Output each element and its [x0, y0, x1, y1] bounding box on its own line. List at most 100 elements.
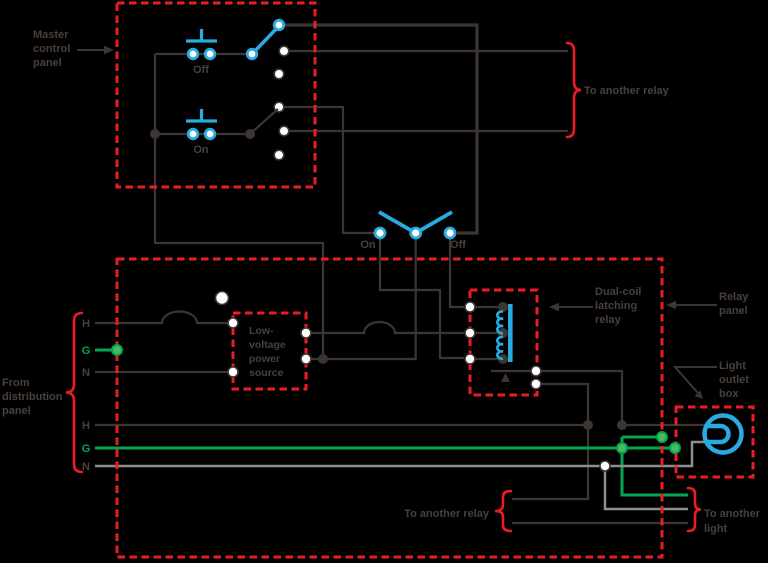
neutral-branch-wire — [603, 466, 688, 511]
to-another-relay-bottom-label: To another relay — [404, 508, 490, 520]
ground-branch-down-wire — [620, 437, 688, 497]
light-outlet-label: Light — [719, 360, 746, 372]
master-control-panel-box — [115, 1, 317, 189]
junction-dot — [150, 129, 160, 139]
junction-dot — [617, 420, 627, 430]
hot-feed-top-wire — [95, 310, 228, 325]
pushbutton-icon — [186, 29, 217, 43]
lamp-icon — [702, 413, 744, 455]
switch-on-to-relay-wire — [378, 233, 464, 360]
onoff-rocker-switch — [373, 210, 457, 240]
from-distribution-label: distribution — [2, 391, 63, 403]
on-button-label: On — [193, 144, 209, 156]
text-labels: Master control panel Off On To another r… — [2, 29, 761, 535]
lv-source-label: power — [249, 353, 280, 365]
ground-wire-label: G — [82, 345, 91, 357]
master-selector-top — [245, 18, 286, 61]
button-contact-dot — [203, 127, 217, 141]
to-another-light-label: To another — [704, 508, 761, 520]
contact-dot — [278, 125, 290, 137]
relay-panel-label: panel — [719, 305, 748, 317]
relay-panel-box — [115, 257, 664, 559]
relay-actuator-icon — [501, 373, 510, 382]
selector-blade — [249, 108, 279, 135]
master-panel-label: control — [33, 43, 70, 55]
relay-contact-dot — [530, 365, 542, 377]
ground-wire-label: G — [82, 443, 91, 455]
switch-center-to-lv-wire — [306, 233, 417, 361]
center-terminal-dot — [409, 226, 423, 240]
master-selector-bottom — [249, 108, 279, 135]
contact-dot — [278, 45, 290, 57]
lamp — [702, 413, 744, 455]
line-voltage-wiring — [95, 310, 706, 525]
lv-terminal-dot — [300, 353, 312, 365]
to-another-light-label: light — [704, 523, 728, 535]
to-another-relay-top-brace — [565, 41, 582, 139]
button-contact-dot — [186, 127, 200, 141]
relay-coils — [496, 304, 513, 382]
hot-wire-label: H — [82, 318, 90, 330]
contact-dot — [273, 149, 285, 161]
dual-coil-label: Dual-coil — [595, 286, 641, 298]
to-another-light-brace — [686, 486, 702, 533]
coil-terminal-dot — [498, 328, 508, 338]
lv-power-source-box — [231, 311, 308, 391]
master-panel-arrow — [77, 45, 114, 55]
lv-source-label: source — [249, 367, 284, 379]
to-another-relay-bottom-brace — [494, 489, 513, 533]
lv-top-output-wire — [306, 320, 464, 335]
relay-panel-label: Relay — [719, 291, 749, 303]
lv-source-label: Low- — [249, 325, 274, 337]
to-another-relay-top-label: To another relay — [584, 85, 670, 97]
relay-panel-arrow — [666, 300, 717, 310]
relay-armature-bar — [508, 304, 513, 362]
lv-terminal-dot — [227, 317, 239, 329]
off-terminal-dot — [443, 226, 457, 240]
junction-dot — [583, 420, 593, 430]
neutral-wire-label: N — [82, 367, 90, 379]
dual-coil-label: latching — [595, 300, 637, 312]
pushbutton-icon — [186, 109, 217, 123]
light-outlet-label: outlet — [719, 374, 749, 386]
junction-dot — [318, 354, 328, 364]
relay-terminal-dot — [464, 301, 476, 313]
button-contact-dot — [186, 47, 200, 61]
ground-bond-dot — [111, 344, 123, 356]
dual-coil-arrow — [549, 302, 593, 312]
hot-wire-label: H — [82, 420, 90, 432]
master-common-wire — [153, 54, 325, 359]
neutral-wire-label: N — [82, 461, 90, 473]
knockout-dot — [214, 290, 230, 306]
selector-blade — [250, 24, 281, 56]
from-distribution-label: panel — [2, 405, 31, 417]
light-outlet-pointer — [672, 366, 717, 399]
selector-pivot-dot — [245, 47, 259, 61]
open-terminal-dots — [214, 45, 611, 472]
relay-terminal-dot — [464, 327, 476, 339]
selector-contact-dot — [272, 18, 286, 32]
neutral-main-wire — [95, 440, 706, 468]
ground-bond-dots — [111, 344, 681, 454]
on-terminal-dot — [373, 226, 387, 240]
on-pushbutton — [186, 109, 217, 141]
from-distribution-label: From — [2, 377, 30, 389]
switch-on-label: On — [360, 239, 376, 251]
hot-branch-to-relay-wire — [512, 382, 590, 501]
coil-terminal-dot — [498, 302, 508, 312]
contact-dot — [273, 68, 285, 80]
switch-off-label: Off — [450, 239, 466, 251]
light-outlet-box — [674, 405, 755, 479]
lv-terminal-dot — [227, 366, 239, 378]
ground-bond-dot — [669, 442, 681, 454]
ground-bond-dot — [656, 431, 668, 443]
relay-contact-switched-wire — [536, 369, 624, 425]
lamp-filament-icon — [706, 423, 731, 445]
lv-source-label: voltage — [249, 339, 286, 351]
button-contact-dot — [203, 47, 217, 61]
off-pushbutton — [186, 29, 217, 61]
neutral-wiring — [95, 440, 706, 511]
off-button-label: Off — [193, 64, 209, 76]
